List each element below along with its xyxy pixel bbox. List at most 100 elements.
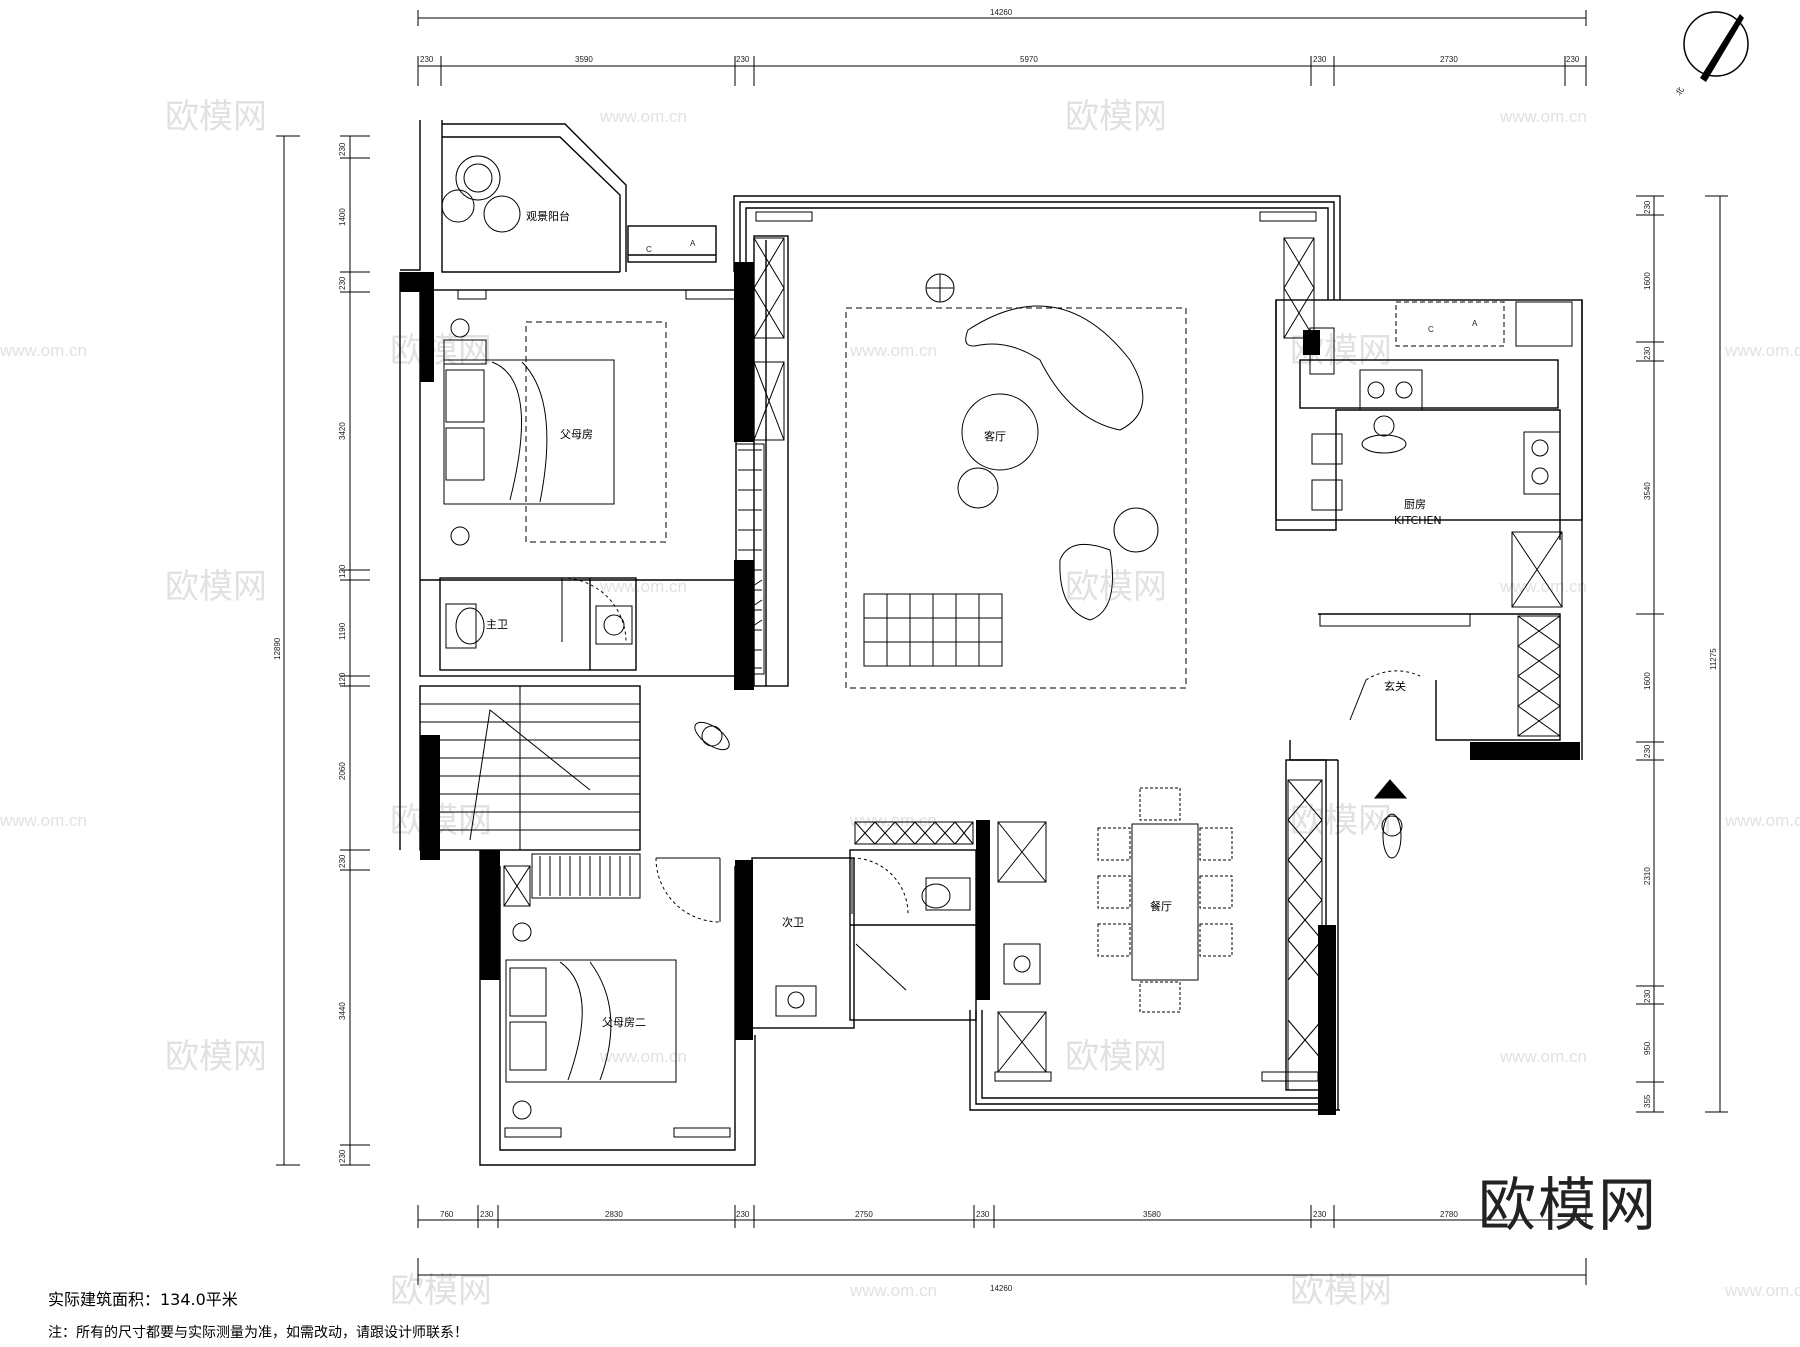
dining-furniture	[1097, 787, 1233, 1013]
watermark-url: www.om.cn	[849, 341, 937, 360]
dim-bottom: 760	[440, 1210, 454, 1219]
dim-top: 3590	[575, 55, 593, 64]
room-label-kitchen-en: KITCHEN	[1394, 514, 1442, 527]
watermark-url: www.om.cn	[1724, 341, 1800, 360]
area-note: 实际建筑面积：134.0平米	[48, 1290, 238, 1309]
room-label-kitchen: 厨房	[1404, 498, 1426, 511]
ac-label: A	[690, 239, 696, 248]
remark-note: 注：所有的尺寸都要与实际测量为准，如需改动，请跟设计师联系！	[48, 1325, 468, 1341]
watermark-url: www.om.cn	[849, 1281, 937, 1300]
watermark-brand: 欧模网	[390, 801, 492, 841]
dim-bottom: 2750	[855, 1210, 873, 1219]
north-compass: 北	[1674, 11, 1749, 97]
dim-top-total: 14260	[990, 8, 1013, 17]
dim-bottom: 230	[1313, 1210, 1327, 1219]
dim-left-total: 12890	[273, 637, 282, 660]
solid-walls	[400, 262, 1580, 1115]
room-label-balcony: 观景阳台	[526, 209, 570, 223]
dim-top: 230	[1566, 55, 1580, 64]
dim-right: 950	[1643, 1041, 1652, 1055]
watermark-url: www.om.cn	[1499, 107, 1587, 126]
watermark-brand: 欧模网	[1290, 1271, 1392, 1311]
ac-units: C A C A	[646, 239, 1478, 334]
dim-left: 120	[338, 564, 347, 578]
dim-top: 230	[1313, 55, 1327, 64]
dim-right: 3540	[1643, 482, 1652, 500]
walls	[399, 120, 1583, 1166]
dim-left: 2060	[338, 762, 347, 780]
room-labels: 观景阳台 父母房 主卫 客厅 厨房 KITCHEN 玄关 餐厅 次卫 父母房二	[486, 209, 1442, 1029]
living-room-furniture	[845, 273, 1187, 689]
watermark-brand: 欧模网	[1065, 567, 1167, 607]
watermark-url: www.om.cn	[0, 341, 87, 360]
master-bath-fixtures	[445, 603, 633, 649]
kitchen-fixtures	[1309, 301, 1573, 627]
dim-left: 230	[338, 276, 347, 290]
doors	[561, 577, 1421, 923]
watermark-url: www.om.cn	[599, 1047, 687, 1066]
dim-bottom: 230	[976, 1210, 990, 1219]
ac-label: C	[1428, 325, 1434, 334]
watermark-brand: 欧模网	[1065, 97, 1167, 137]
dim-right: 230	[1643, 346, 1652, 360]
dim-top: 230	[736, 55, 750, 64]
master-bedroom-furniture	[443, 318, 667, 546]
dim-left: 230	[338, 1149, 347, 1163]
dim-top: 230	[420, 55, 434, 64]
dim-left: 3420	[338, 422, 347, 440]
dim-right: 230	[1643, 200, 1652, 214]
watermark-brand: 欧模网	[165, 1037, 267, 1077]
dim-bottom: 3580	[1143, 1210, 1161, 1219]
watermark-layer: 欧模网 www.om.cn 欧模网 www.om.cn www.om.cn 欧模…	[0, 97, 1800, 1311]
watermark-url: www.om.cn	[1499, 1047, 1587, 1066]
dim-right: 230	[1643, 989, 1652, 1003]
dim-top: 2730	[1440, 55, 1458, 64]
dim-right-total: 11275	[1709, 648, 1718, 670]
dim-bottom: 2780	[1440, 1210, 1458, 1219]
second-bedroom-furniture	[505, 922, 677, 1120]
dim-left: 230	[338, 142, 347, 156]
dim-bottom: 230	[480, 1210, 494, 1219]
room-label-master-bedroom: 父母房	[560, 428, 593, 441]
watermark-url: www.om.cn	[0, 811, 87, 830]
second-bath-fixtures	[775, 877, 1041, 1017]
ac-label: A	[1472, 319, 1478, 328]
room-label-dining: 餐厅	[1150, 899, 1172, 913]
dim-right: 355	[1643, 1094, 1652, 1108]
dim-left: 230	[338, 854, 347, 868]
room-label-living: 客厅	[984, 429, 1006, 443]
watermark-url: www.om.cn	[599, 577, 687, 596]
dim-left: 120	[338, 672, 347, 686]
dim-bottom-total: 14260	[990, 1284, 1013, 1293]
room-label-master-bath: 主卫	[486, 618, 508, 631]
watermark-url: www.om.cn	[1724, 1281, 1800, 1300]
person-symbols	[694, 415, 1408, 859]
dim-top: 5970	[1020, 55, 1038, 64]
dim-left: 1190	[338, 622, 347, 640]
dim-right: 2310	[1643, 867, 1652, 885]
dim-right: 230	[1643, 744, 1652, 758]
balcony-plants	[441, 155, 521, 233]
room-label-second-bath: 次卫	[782, 915, 804, 929]
dimension-lines	[276, 10, 1728, 1285]
radiators	[457, 211, 1319, 1138]
watermark-url: www.om.cn	[599, 107, 687, 126]
staircase	[420, 686, 640, 850]
watermark-brand: 欧模网	[390, 331, 492, 371]
watermark-corner: 欧模网	[1478, 1171, 1659, 1239]
watermark-url: www.om.cn	[1724, 811, 1800, 830]
room-label-entry: 玄关	[1384, 679, 1406, 693]
dim-left: 3440	[338, 1002, 347, 1020]
watermark-brand: 欧模网	[390, 1271, 492, 1311]
watermark-brand: 欧模网	[165, 97, 267, 137]
dim-bottom: 230	[736, 1210, 750, 1219]
dim-right: 1600	[1643, 272, 1652, 290]
watermark-url: www.om.cn	[1499, 577, 1587, 596]
ac-label: C	[646, 245, 652, 254]
watermark-brand: 欧模网	[1065, 1037, 1167, 1077]
dim-right: 1600	[1643, 672, 1652, 690]
wardrobe-cabinets	[503, 237, 1563, 1091]
dim-bottom: 2830	[605, 1210, 623, 1219]
watermark-brand: 欧模网	[165, 567, 267, 607]
